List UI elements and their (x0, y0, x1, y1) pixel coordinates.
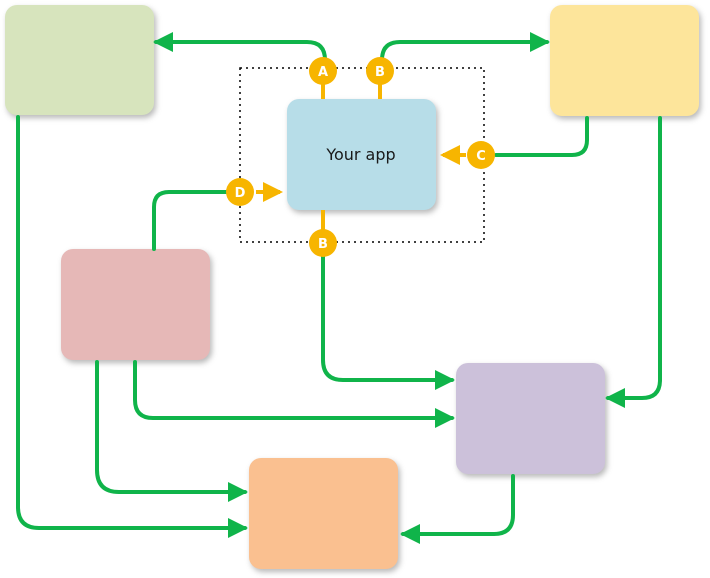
badge-d-left: D (226, 178, 254, 206)
arrow-top-right-to-c (494, 116, 589, 157)
top-left-box (5, 5, 154, 115)
arrow-middle-left-to-purple (133, 360, 455, 428)
middle-left-box (61, 249, 210, 360)
badge-c-right-label: C (476, 149, 486, 164)
arrow-purple-to-orange (400, 474, 515, 544)
arrow-top-left-to-orange (16, 115, 248, 538)
app-box (287, 99, 436, 210)
badge-b-bottom-label: B (318, 237, 328, 252)
badge-c-right: C (467, 141, 495, 169)
arrow-top-right-to-purple (605, 116, 662, 408)
app-box-label: Your app (325, 145, 395, 164)
badge-b-top-label: B (375, 65, 385, 80)
arrow-b-bottom-to-purple (321, 253, 455, 390)
arrow-middle-left-to-d (152, 190, 228, 251)
top-right-box (550, 5, 699, 116)
badge-d-left-label: D (235, 186, 246, 201)
badge-b-top: B (366, 57, 394, 85)
badge-b-bottom: B (309, 229, 337, 257)
badge-a-top: A (309, 57, 337, 85)
bottom-orange-box (249, 458, 398, 569)
arrow-middle-left-to-orange (95, 360, 248, 502)
badge-a-top-label: A (318, 65, 328, 80)
arrow-b-to-top-right (380, 32, 550, 74)
right-purple-box (456, 363, 605, 474)
